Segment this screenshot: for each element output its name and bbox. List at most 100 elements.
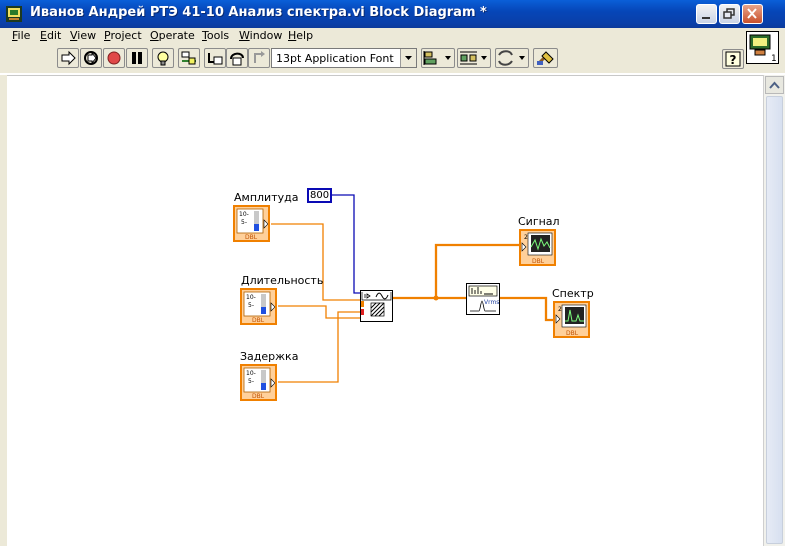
svg-text:Vrms: Vrms — [484, 299, 499, 306]
distribute-objects-button[interactable] — [457, 48, 491, 68]
signal-label: Сигнал — [518, 215, 560, 228]
font-select-value: 13pt Application Font — [276, 52, 394, 65]
toolbar: 13pt Application Font ? — [0, 44, 785, 73]
svg-text:DBL: DBL — [532, 258, 545, 264]
vi-icon-graphic: 1 — [749, 34, 777, 64]
minimize-icon — [702, 17, 710, 19]
wire-constant[interactable] — [332, 194, 360, 294]
menu-view[interactable]: View — [70, 29, 97, 42]
help-icon: ? — [725, 51, 741, 67]
reorder-button[interactable] — [495, 48, 529, 68]
align-objects-button[interactable] — [421, 48, 455, 68]
close-button[interactable] — [742, 4, 763, 24]
wire-junction — [433, 295, 439, 301]
run-continuously-button[interactable] — [80, 48, 102, 68]
font-select[interactable]: 13pt Application Font — [271, 48, 417, 68]
menu-help[interactable]: Help — [288, 29, 314, 42]
delay-label: Задержка — [240, 350, 299, 363]
wire-to-signal-graph[interactable] — [434, 243, 519, 298]
vertical-scrollbar[interactable] — [763, 75, 785, 546]
spectral-measurements-vi[interactable]: Vrms — [466, 283, 500, 315]
retain-wire-values-button[interactable] — [178, 48, 200, 68]
waveform-graph-indicator-icon: 2 DBL — [555, 304, 587, 337]
numeric-control-icon: 10- 5- DBL — [243, 291, 276, 324]
numeric-control-icon: 10- 5- DBL — [243, 367, 276, 400]
step-over-icon — [230, 52, 244, 66]
align-objects-icon — [423, 51, 451, 65]
duration-label: Длительность — [241, 274, 324, 287]
scroll-thumb[interactable] — [766, 96, 783, 544]
restore-icon — [723, 8, 735, 19]
pause-button[interactable] — [126, 48, 148, 68]
step-out-button[interactable] — [248, 48, 270, 68]
amplitude-label: Амплитуда — [234, 191, 299, 204]
left-margin — [0, 75, 7, 546]
svg-text:10-: 10- — [246, 370, 256, 377]
reorder-icon — [498, 50, 525, 66]
delay-terminal[interactable]: 10- 5- DBL — [240, 364, 277, 401]
menu-window[interactable]: Window — [239, 29, 283, 42]
wire-delay[interactable] — [278, 311, 360, 383]
cleanup-diagram-icon — [536, 51, 554, 66]
run-button[interactable] — [57, 48, 79, 68]
retain-wire-values-icon — [181, 51, 196, 65]
wire-amplitude[interactable] — [271, 223, 360, 301]
spectral-measurements-icon: Vrms — [468, 285, 499, 312]
svg-text:5-: 5- — [248, 378, 254, 385]
highlight-execution-icon — [157, 51, 169, 66]
restore-button[interactable] — [719, 4, 740, 24]
svg-text:?: ? — [730, 53, 737, 67]
waveform-graph-indicator-icon: 2 DBL — [521, 232, 553, 265]
vi-connector-pane[interactable]: 1 — [746, 31, 779, 64]
step-into-icon — [208, 53, 223, 65]
svg-text:10-: 10- — [239, 211, 249, 218]
distribute-objects-icon — [460, 51, 487, 65]
svg-text:2: 2 — [524, 234, 528, 241]
signal-graph-terminal[interactable]: 2 DBL — [519, 229, 556, 266]
svg-text:5-: 5- — [241, 219, 247, 226]
scroll-up-button[interactable] — [765, 76, 784, 94]
simulate-signal-vi[interactable] — [360, 290, 393, 322]
svg-text:10-: 10- — [246, 294, 256, 301]
close-icon — [747, 8, 757, 19]
menu-file[interactable]: File — [12, 29, 31, 42]
spectrum-graph-terminal[interactable]: 2 DBL — [553, 301, 590, 338]
abort-button[interactable] — [103, 48, 125, 68]
step-out-icon — [254, 51, 265, 63]
font-select-arrow[interactable] — [400, 49, 416, 67]
wire-duration[interactable] — [278, 305, 360, 319]
svg-text:2: 2 — [558, 306, 562, 313]
numeric-constant[interactable]: 800 — [307, 188, 332, 203]
menu-edit[interactable]: Edit — [40, 29, 62, 42]
svg-text:DBL: DBL — [566, 330, 579, 336]
run-icon — [61, 50, 76, 66]
title-bar[interactable]: Иванов Андрей РТЭ 41-10 Анализ спектра.v… — [0, 0, 785, 28]
chevron-down-icon — [405, 56, 412, 60]
simulate-signal-icon — [361, 292, 392, 317]
duration-terminal[interactable]: 10- 5- DBL — [240, 288, 277, 325]
wire-to-spectrum-graph[interactable] — [500, 296, 556, 322]
context-help-button[interactable]: ? — [722, 49, 744, 69]
abort-icon — [107, 51, 121, 65]
run-continuously-icon — [84, 51, 98, 65]
svg-text:DBL: DBL — [245, 234, 258, 240]
menu-tools[interactable]: Tools — [202, 29, 230, 42]
labview-vi-icon — [6, 6, 22, 22]
menu-operate[interactable]: Operate — [150, 29, 195, 42]
svg-text:DBL: DBL — [252, 317, 265, 323]
step-over-button[interactable] — [226, 48, 248, 68]
svg-text:5-: 5- — [248, 302, 254, 309]
menu-bar: File Edit View Project Operate Tools Win… — [0, 28, 785, 44]
menu-project[interactable]: Project — [104, 29, 142, 42]
highlight-execution-button[interactable] — [152, 48, 174, 68]
chevron-up-icon — [769, 81, 780, 89]
step-into-button[interactable] — [204, 48, 226, 68]
svg-text:1: 1 — [771, 54, 777, 63]
pause-icon — [132, 52, 142, 64]
minimize-button[interactable] — [696, 4, 717, 24]
amplitude-terminal[interactable]: 10- 5- DBL — [233, 205, 270, 242]
window-title: Иванов Андрей РТЭ 41-10 Анализ спектра.v… — [30, 5, 487, 20]
cleanup-diagram-button[interactable] — [533, 48, 558, 68]
numeric-control-icon: 10- 5- DBL — [236, 208, 269, 241]
